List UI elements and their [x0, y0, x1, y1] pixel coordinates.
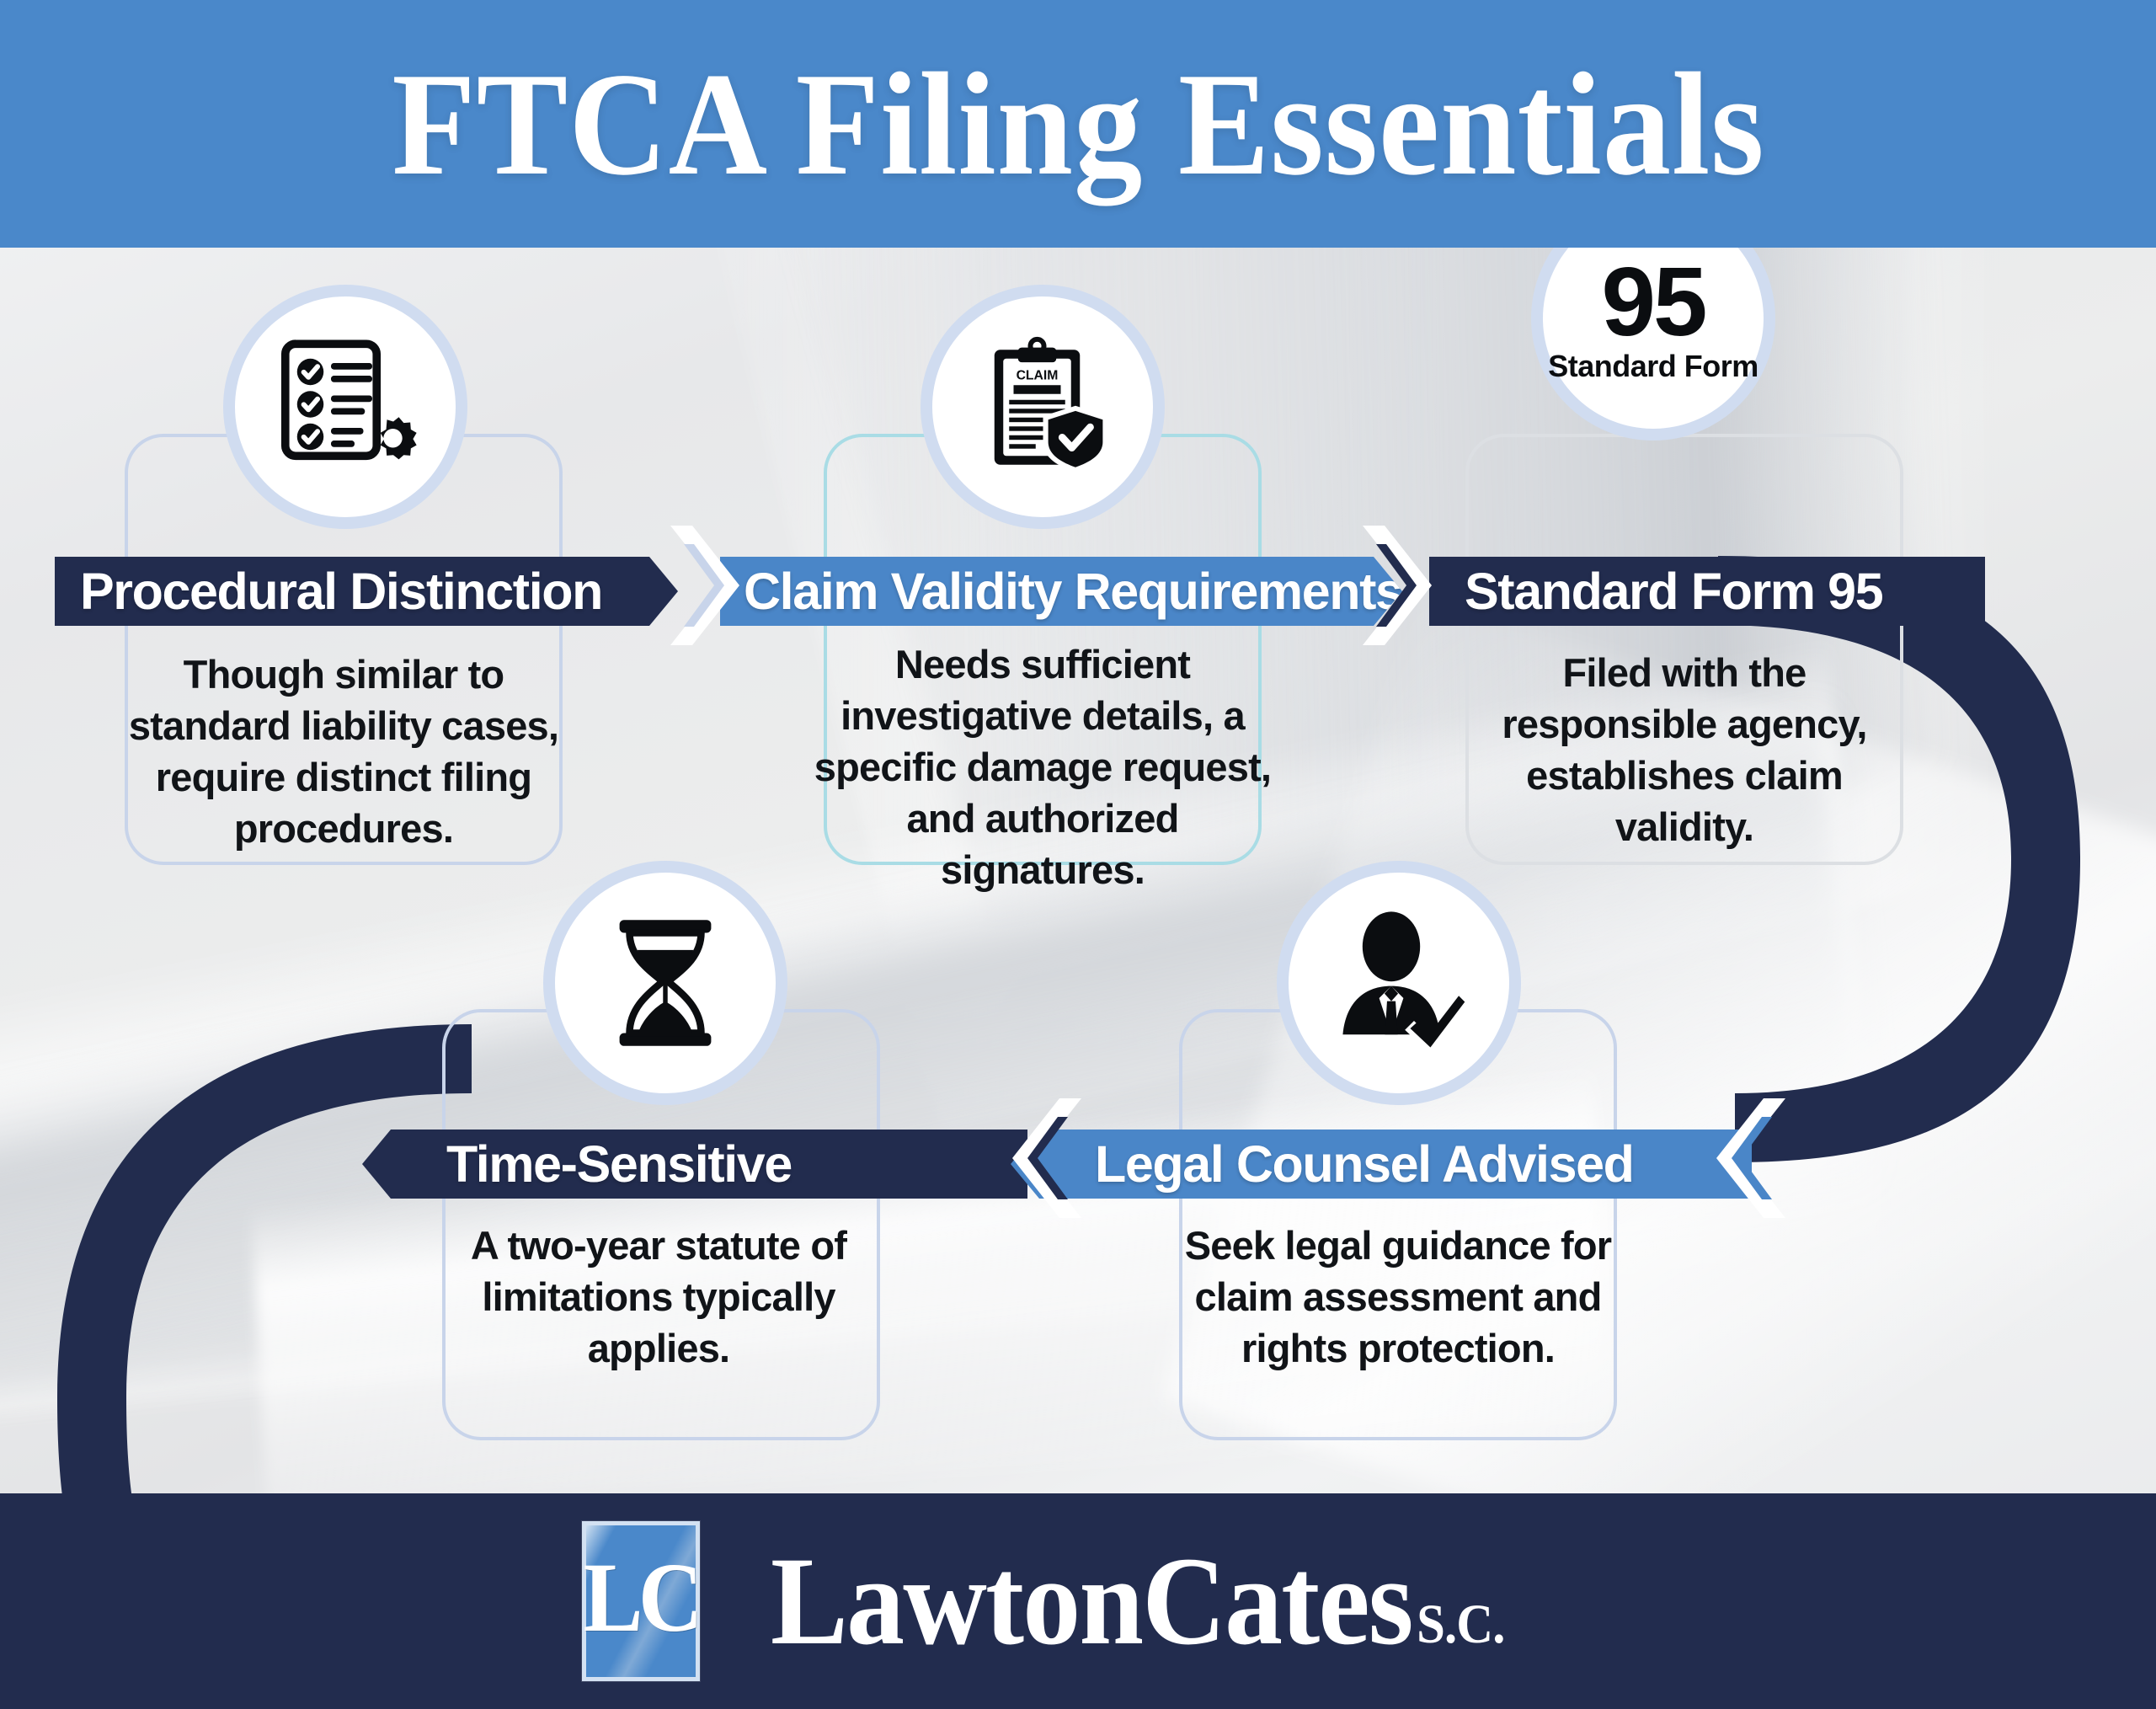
bubble-hourglass — [543, 861, 787, 1105]
body-text-step-5: Seek legal guidance for claim assessment… — [1184, 1223, 1612, 1371]
banner-label-step-4: Time-Sensitive — [446, 1135, 792, 1193]
sf95-number: 95 — [1601, 247, 1707, 357]
banner-label-step-2: Claim Validity Requirements — [744, 563, 1403, 620]
banner-step-4: Time-Sensitive — [362, 1130, 1027, 1199]
banner-step-1: Procedural Distinction — [55, 557, 678, 626]
banner-step-5: Legal Counsel Advised — [1011, 1130, 1752, 1199]
bubble-claim-clipboard: CLAIM — [921, 285, 1165, 529]
svg-text:CLAIM: CLAIM — [1016, 368, 1058, 382]
bubble-lawyer-check — [1277, 861, 1521, 1105]
banner-step-3: Standard Form 95 — [1429, 557, 1985, 626]
body-step-1: Though similar to standard liability cas… — [108, 649, 579, 854]
page-title: FTCA Filing Essentials — [391, 41, 1765, 206]
banner-label-step-3: Standard Form 95 — [1465, 563, 1884, 620]
body-step-4: A two-year statute of limitations typica… — [431, 1220, 886, 1374]
body-text-step-2: Needs sufficient investigative details, … — [814, 642, 1272, 893]
chevron-2-3-icon — [1363, 526, 1432, 645]
logo-name: LawtonCates — [771, 1531, 1414, 1671]
lawyer-check-icon — [1342, 911, 1470, 1055]
sf95-label: Standard Form — [1548, 348, 1758, 383]
chevron-5-4-icon — [1012, 1098, 1081, 1218]
body-step-3: Filed with the responsible agency, estab… — [1457, 647, 1912, 852]
bubble-checklist-gear — [223, 285, 467, 529]
body-step-2: Needs sufficient investigative details, … — [807, 638, 1278, 895]
logo-suffix: S.C. — [1417, 1594, 1505, 1655]
logo-mark-lc: LC — [582, 1521, 703, 1681]
chevron-ribbon-5-icon — [1716, 1098, 1785, 1218]
body-step-5: Seek legal guidance for claim assessment… — [1171, 1220, 1625, 1374]
chevron-1-2-icon — [670, 526, 739, 645]
logo-mark-text: LC — [583, 1542, 703, 1653]
body-text-step-4: A two-year statute of limitations typica… — [470, 1223, 847, 1371]
header-banner: FTCA Filing Essentials — [0, 0, 2156, 248]
banner-label-step-1: Procedural Distinction — [80, 563, 602, 620]
lawton-cates-logo: LC LawtonCates S.C. — [582, 1521, 1536, 1681]
claim-clipboard-shield-icon: CLAIM — [994, 336, 1107, 472]
body-text-step-1: Though similar to standard liability cas… — [128, 652, 559, 852]
logo-wordmark: LawtonCates S.C. — [771, 1538, 1505, 1664]
body-text-step-3: Filed with the responsible agency, estab… — [1502, 650, 1867, 850]
standard-form-95-badge: 95 Standard Form — [1548, 247, 1758, 383]
footer-bar: LC LawtonCates S.C. — [0, 1493, 2156, 1709]
checklist-gear-icon — [280, 339, 417, 460]
banner-step-2: Claim Validity Requirements — [720, 557, 1402, 626]
hourglass-icon — [619, 920, 712, 1046]
banner-label-step-5: Legal Counsel Advised — [1095, 1135, 1635, 1193]
